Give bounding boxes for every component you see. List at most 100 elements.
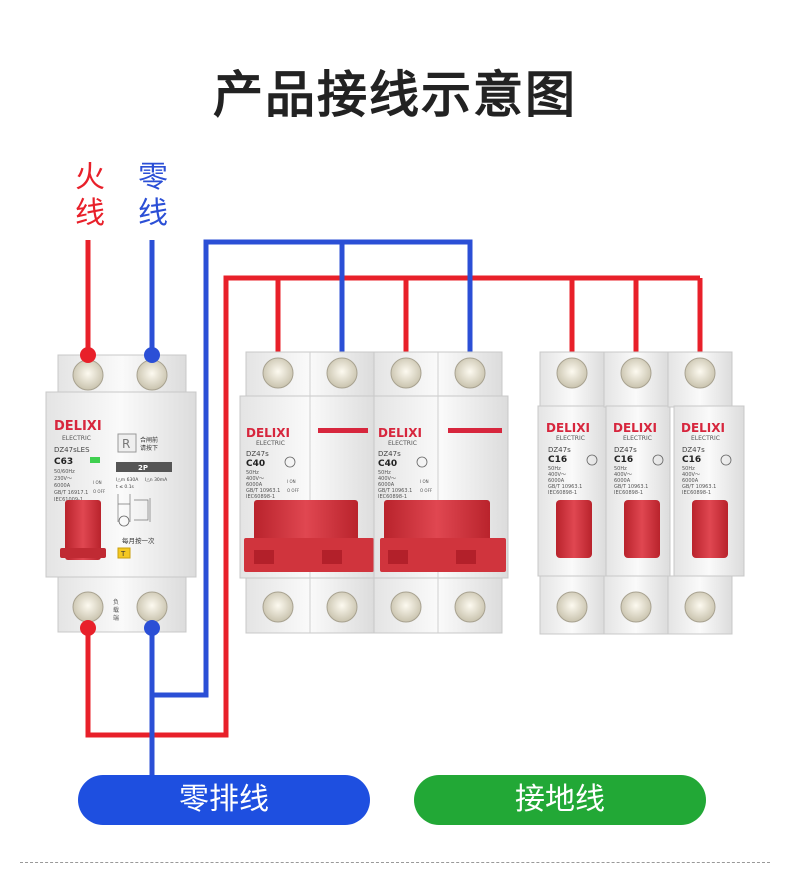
- c40a-off-label: O OFF: [287, 488, 300, 493]
- wires: [85, 239, 703, 778]
- c16a-terminal-top: [556, 357, 588, 389]
- rcbo-load-text-1: 负: [113, 598, 119, 606]
- live-output-dot: [80, 620, 96, 636]
- rcbo-spec-2: 230V～: [54, 476, 72, 482]
- rcbo-brand-sub: ELECTRIC: [62, 435, 91, 442]
- c40a-spec-1: 50Hz: [246, 470, 259, 476]
- c40b-spec-1: 50Hz: [378, 470, 391, 476]
- c16b-spec-4: GB/T 10963.1: [614, 484, 648, 490]
- neutral-wire-label: 零线: [138, 160, 168, 231]
- live-output-wire: [85, 275, 700, 738]
- c40a-red-stripe: [318, 428, 368, 433]
- c40a-model: DZ47s: [246, 450, 269, 458]
- c40-breaker-2: DELIXI ELECTRIC DZ47s C40 50Hz 400V～ 600…: [373, 351, 509, 634]
- c40a-on-label: I ON: [287, 479, 296, 484]
- c16c-model: DZ47s: [682, 446, 705, 454]
- c40a-brand-sub: ELECTRIC: [256, 440, 285, 447]
- ground-wire-label: 接地线: [414, 775, 706, 825]
- rcbo-residual-2: I△n 30mA: [145, 477, 168, 483]
- c40b-brand-sub: ELECTRIC: [388, 440, 417, 447]
- c16a-brand-sub: ELECTRIC: [556, 435, 585, 442]
- rcbo-brand: DELIXI: [54, 419, 102, 434]
- c16a-model: DZ47s: [548, 446, 571, 454]
- c16-breaker-2: DELIXI ELECTRIC DZ47s C16 50Hz 400V～ 600…: [603, 351, 671, 635]
- c16a-cert-icon: [586, 454, 598, 466]
- c16c-spec-4: GB/T 10963.1: [682, 484, 716, 490]
- c16a-spec-2: 400V～: [548, 472, 566, 478]
- c40b-brand: DELIXI: [378, 426, 422, 440]
- c16a-spec-5: IEC60898-1: [548, 490, 577, 496]
- rcbo-test-letter: T: [120, 550, 126, 558]
- c40a-terminal-top-l: [262, 357, 294, 389]
- c16c-rating: C16: [682, 455, 701, 465]
- c16b-terminal-top: [620, 357, 652, 389]
- c16a-spec-1: 50Hz: [548, 466, 561, 472]
- neutral-busbar-label: 零排线: [78, 775, 370, 825]
- c16b-brand-sub: ELECTRIC: [623, 435, 652, 442]
- c40b-on-label: I ON: [420, 479, 429, 484]
- c40b-spec-2: 400V～: [378, 476, 396, 482]
- c16c-cert-icon: [720, 454, 732, 466]
- rcbo-test-button[interactable]: [117, 547, 131, 559]
- c40a-spec-3: 6000A: [246, 482, 263, 488]
- c40b-spec-5: IEC60898-1: [378, 494, 407, 500]
- c40b-off-label: O OFF: [420, 488, 433, 493]
- c16a-handle[interactable]: [556, 500, 592, 558]
- c16c-spec-5: IEC60898-1: [682, 490, 711, 496]
- rcbo-spec-1: 50/60Hz: [54, 469, 75, 475]
- c16-breaker-3: DELIXI ELECTRIC DZ47s C16 50Hz 400V～ 600…: [667, 351, 745, 635]
- rcbo-test-text: 每月按一次: [122, 536, 155, 545]
- rcbo-handle[interactable]: [65, 500, 101, 560]
- rcbo-rating: C63: [54, 457, 73, 467]
- rcbo-spec-4: GB/T 16917.1: [54, 490, 88, 496]
- c16c-handle[interactable]: [692, 500, 728, 558]
- rcbo-reset-button[interactable]: [117, 433, 137, 453]
- c40a-cert-icon: [284, 456, 296, 468]
- page-title: 产品接线示意图: [213, 66, 577, 124]
- rcbo-on-label: I ON: [93, 480, 102, 485]
- c16-breaker-1: DELIXI ELECTRIC DZ47s C16 50Hz 400V～ 600…: [537, 351, 607, 635]
- neutral-output-wire: [149, 239, 473, 698]
- c16c-brand: DELIXI: [681, 421, 725, 435]
- c16a-rating: C16: [548, 455, 567, 465]
- live-input-dot: [80, 347, 96, 363]
- c16b-model: DZ47s: [614, 446, 637, 454]
- rcbo-load-text-3: 端: [113, 614, 119, 622]
- rcbo-poles: 2P: [138, 464, 148, 472]
- rcbo-terminal-top-l: [72, 359, 104, 391]
- c40b-red-stripe: [448, 428, 502, 433]
- c40b-cert-icon: [416, 456, 428, 468]
- c40-breaker-1: DELIXI ELECTRIC DZ47s C40 50Hz 400V～ 600…: [239, 351, 379, 634]
- rcbo-poles-badge: [116, 462, 172, 472]
- c40b-handle[interactable]: [384, 500, 490, 545]
- c16b-handle[interactable]: [624, 500, 660, 558]
- neutral-input-dot: [144, 347, 160, 363]
- bottom-divider: [20, 862, 770, 863]
- c40a-rating: C40: [246, 459, 265, 469]
- c40a-spec-4: GB/T 10963.1: [246, 488, 280, 494]
- c16c-terminal-top: [684, 357, 716, 389]
- c40b-spec-3: 6000A: [378, 482, 395, 488]
- c40a-brand: DELIXI: [246, 426, 290, 440]
- c16b-spec-5: IEC60898-1: [614, 490, 643, 496]
- c40a-terminal-bottom-l: [262, 591, 294, 623]
- c16b-spec-2: 400V～: [614, 472, 632, 478]
- rcbo-indicator: [90, 457, 100, 463]
- c40b-terminal-bottom-r: [454, 591, 486, 623]
- c40b-model: DZ47s: [378, 450, 401, 458]
- c40a-terminal-top-r: [326, 357, 358, 389]
- rcbo-cert-icon: [118, 515, 130, 527]
- c16a-terminal-bottom: [556, 591, 588, 623]
- rcbo-residual-3: t ≤ 0.1s: [116, 484, 135, 490]
- live-wire-label: 火线: [75, 160, 105, 231]
- c16a-spec-4: GB/T 10963.1: [548, 484, 582, 490]
- c16c-spec-3: 6000A: [682, 478, 699, 484]
- c40a-handle[interactable]: [254, 500, 358, 545]
- c16c-spec-1: 50Hz: [682, 466, 695, 472]
- c16a-brand: DELIXI: [546, 421, 590, 435]
- rcbo-reset-text-2: 请按下: [140, 444, 158, 452]
- c16c-brand-sub: ELECTRIC: [691, 435, 720, 442]
- rcbo-spec-3: 6000A: [54, 483, 71, 489]
- c40b-terminal-top-l: [390, 357, 422, 389]
